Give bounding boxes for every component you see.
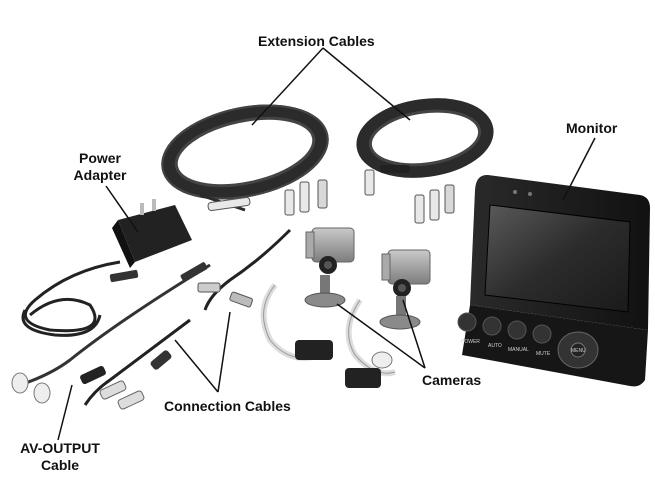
label-power-adapter-line2: Adapter [73, 167, 127, 183]
monitor: POWER AUTO MANUAL MUTE MENU [457, 174, 650, 387]
callout-lines [57, 47, 596, 441]
monitor-button-auto-label: AUTO [488, 343, 502, 349]
power-adapter [21, 199, 192, 337]
label-power-adapter-line1: Power [78, 150, 121, 166]
label-extension-cables: Extension Cables [258, 33, 375, 49]
monitor-button-mute-label: MUTE [536, 351, 551, 357]
connection-cables [80, 228, 292, 410]
label-av-output-cable: AV-OUTPUT Cable [0, 440, 120, 474]
monitor-button-menu-label: MENU [571, 348, 586, 354]
label-av-output-line1: AV-OUTPUT [20, 440, 100, 456]
av-output-cable [11, 262, 211, 404]
camera-right [345, 249, 431, 388]
camera-left [260, 227, 355, 361]
label-monitor: Monitor [566, 120, 618, 136]
label-cameras: Cameras [422, 372, 482, 388]
extension-cable-left [161, 104, 329, 216]
extension-cable-right [356, 98, 494, 224]
label-power-adapter: Power Adapter [60, 150, 140, 184]
label-connection-cables: Connection Cables [164, 398, 291, 414]
label-av-output-line2: Cable [40, 457, 80, 473]
monitor-button-manual-label: MANUAL [508, 347, 529, 353]
monitor-button-power-label: POWER [461, 339, 480, 345]
